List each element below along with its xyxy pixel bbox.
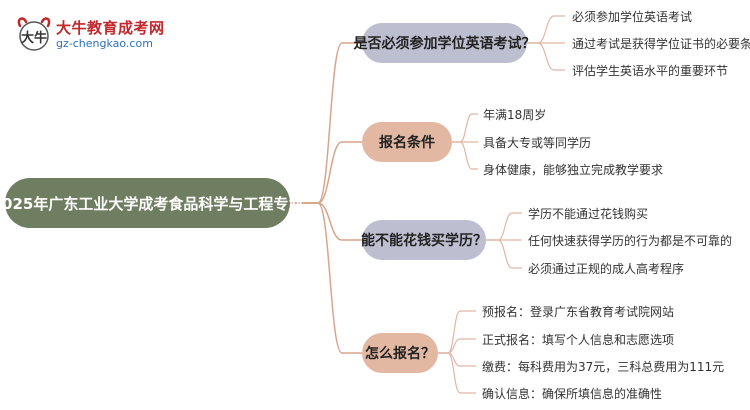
branch-requirements: 报名条件 — [362, 122, 452, 162]
connector-b1-leaf-3 — [527, 42, 565, 71]
branch-buy-degree: 能不能花钱买学历？ — [361, 220, 487, 260]
connector-b4-leaf-2 — [438, 338, 476, 354]
connector-b3-leaf-1 — [486, 212, 522, 241]
leaf-b4-1: 预报名：登录广东省教育考试院网站 — [482, 305, 675, 319]
connector-root-branch-1 — [290, 42, 362, 204]
branch-how-to-register: 怎么报名？ — [362, 333, 438, 373]
leaf-b1-3: 评估学生英语水平的重要环节 — [572, 64, 729, 78]
logo-site-url: gz-chengkao.com — [56, 37, 153, 50]
connector-b4-leaf-4 — [438, 352, 476, 394]
leaf-b4-4: 确认信息：确保所填信息的准确性 — [482, 387, 663, 401]
branch-degree-english: 是否必须参加学位英语考试？ — [354, 23, 536, 63]
logo-site-name: 大牛教育成考网 — [56, 19, 165, 37]
leaf-b3-2: 任何快速获得学历的行为都是不可靠的 — [528, 234, 733, 248]
connector-b2-leaf-1 — [452, 113, 478, 143]
connector-b3-leaf-3 — [486, 239, 522, 269]
leaf-b3-3: 必须通过正规的成人高考程序 — [528, 262, 685, 276]
logo-mark-text: 大牛 — [21, 30, 47, 46]
root-topic: 2025年广东工业大学成考食品科学与工程专业 — [0, 178, 303, 228]
leaf-b2-1: 年满18周岁 — [483, 108, 547, 122]
site-logo: 大牛 大牛教育成考网 gz-chengkao.com — [14, 14, 164, 54]
leaf-b2-2: 具备大专或等同学历 — [483, 136, 592, 150]
connector-b2-leaf-3 — [452, 141, 478, 170]
leaf-b1-2: 通过考试是获得学位证书的必要条件 — [572, 37, 750, 51]
leaf-b4-2: 正式报名：填写个人信息和志愿选项 — [482, 333, 675, 347]
connector-root-branch-4 — [290, 202, 362, 354]
leaf-b2-3: 身体健康，能够独立完成教学要求 — [483, 163, 664, 177]
leaf-b4-3: 缴费：每科费用为37元，三科总费用为111元 — [482, 360, 725, 374]
leaf-b3-1: 学历不能通过花钱购买 — [528, 207, 649, 221]
connector-b4-leaf-1 — [438, 310, 476, 354]
connector-b4-leaf-3 — [438, 352, 476, 367]
bull-logo-icon: 大牛 — [17, 17, 51, 51]
leaf-b1-1: 必须参加学位英语考试 — [572, 10, 693, 24]
